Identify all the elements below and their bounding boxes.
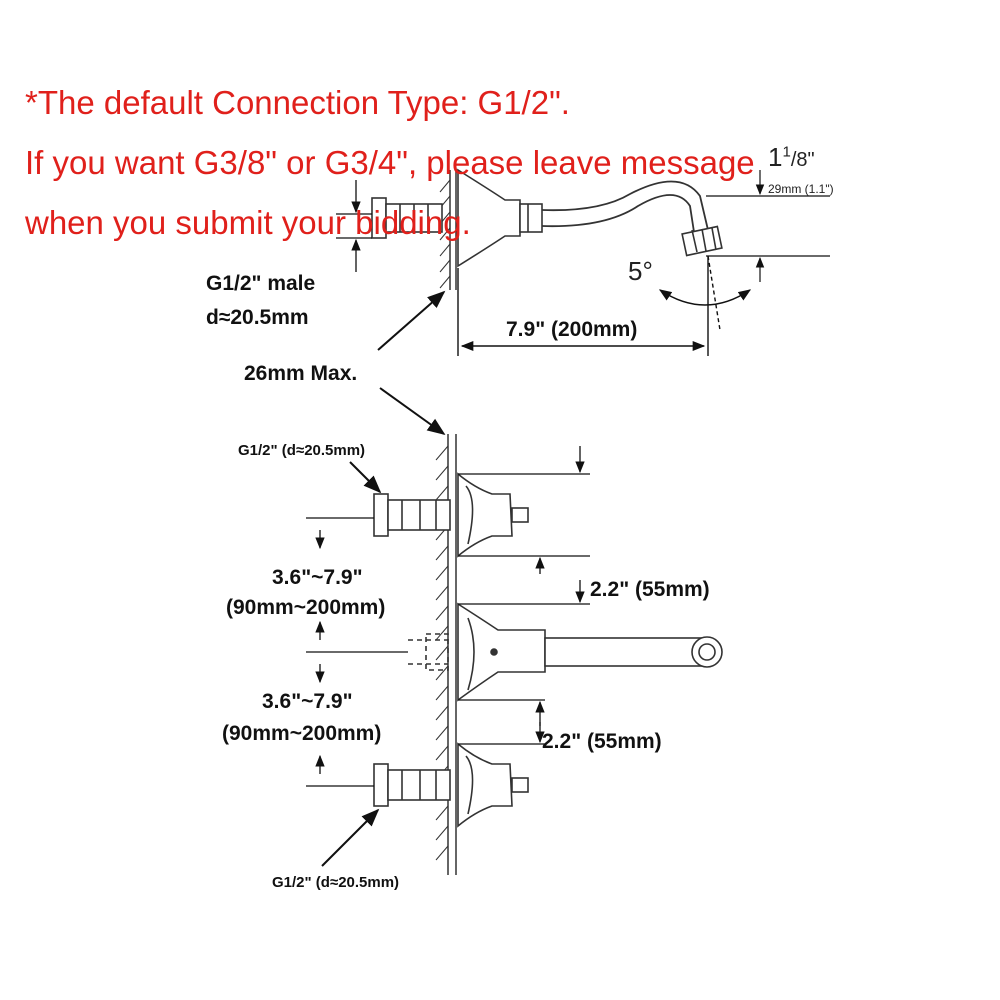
fraction-whole: 1 [768,142,783,172]
top-inlet-connector [371,197,443,239]
spacing-lower-in: 3.6"~7.9" [262,690,353,713]
top-escutcheon [457,168,543,268]
wall-max-arrows [377,290,446,436]
angle-indicator [658,255,752,331]
fraction-denominator: /8" [790,149,815,171]
notice-line-2: If you want G3/8" or G3/4", please leave… [25,144,755,181]
spout-length-label: 7.9" (200mm) [506,318,638,341]
angle-label: 5° [628,256,653,286]
offset-lower-label: 2.2" (55mm) [542,730,662,753]
spout [541,180,709,233]
spacing-upper-in: 3.6"~7.9" [272,566,363,589]
top-connection-label: G1/2" male [206,272,316,295]
spacing-lower-mm: (90mm~200mm) [222,722,382,745]
lower-valve [373,742,529,828]
top-inlet-dims [336,180,372,272]
notice-line-3: when you submit your bidding. [25,204,471,241]
offset-upper-label: 2.2" (55mm) [590,578,710,601]
spout-height-fraction: 11/8" [768,142,815,173]
center-spout [408,602,723,702]
top-diameter-label: d≈20.5mm [206,306,309,329]
upper-inlet-label: G1/2" (d≈20.5mm) [238,442,366,459]
top-wall [439,170,457,290]
spout-length-dim [457,268,709,356]
spacing-upper-mm: (90mm~200mm) [226,596,386,619]
bottom-dimension-lines [306,446,590,867]
fraction-numerator: 1 [782,143,791,161]
aerator [681,225,723,257]
notice-line-1: *The default Connection Type: G1/2". [25,84,570,121]
lower-inlet-label: G1/2" (d≈20.5mm) [272,874,400,891]
wall-max-label: 26mm Max. [244,362,358,385]
spout-height-dims [706,170,830,282]
upper-valve [373,472,529,558]
spout-height-mm: 29mm (1.1") [768,182,834,196]
